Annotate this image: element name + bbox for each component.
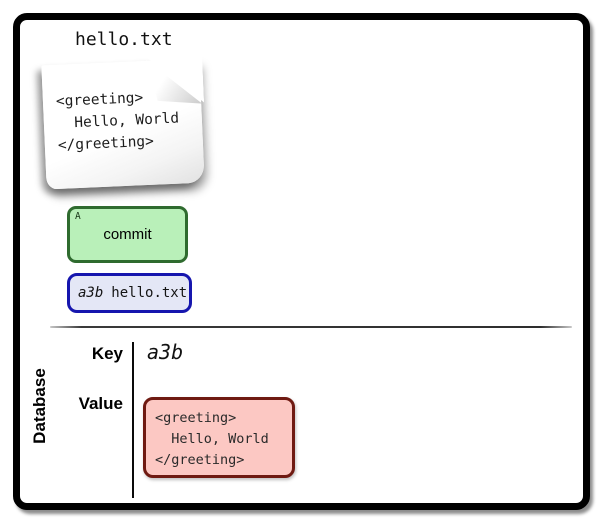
key-value-separator-line — [132, 342, 134, 498]
blob-filename: hello.txt — [111, 285, 188, 301]
diagram-frame: hello.txt <greeting> Hello, World </gree… — [13, 13, 590, 510]
blob-ref-box: a3b hello.txt — [67, 273, 192, 313]
commit-node: A commit — [67, 206, 188, 263]
commit-tag: A — [75, 211, 81, 222]
value-box: <greeting> Hello, World </greeting> — [143, 397, 295, 478]
key-value: a3b — [147, 340, 184, 364]
file-document: <greeting> Hello, World </greeting> — [41, 58, 205, 190]
commit-label: commit — [103, 226, 152, 243]
file-title: hello.txt — [75, 29, 173, 50]
section-divider — [50, 326, 572, 328]
value-label: Value — [78, 394, 123, 413]
value-content: <greeting> Hello, World </greeting> — [155, 410, 269, 468]
file-content: <greeting> Hello, World </greeting> — [55, 90, 180, 154]
blob-hash: a3b — [78, 285, 104, 301]
key-label: Key — [91, 344, 123, 363]
